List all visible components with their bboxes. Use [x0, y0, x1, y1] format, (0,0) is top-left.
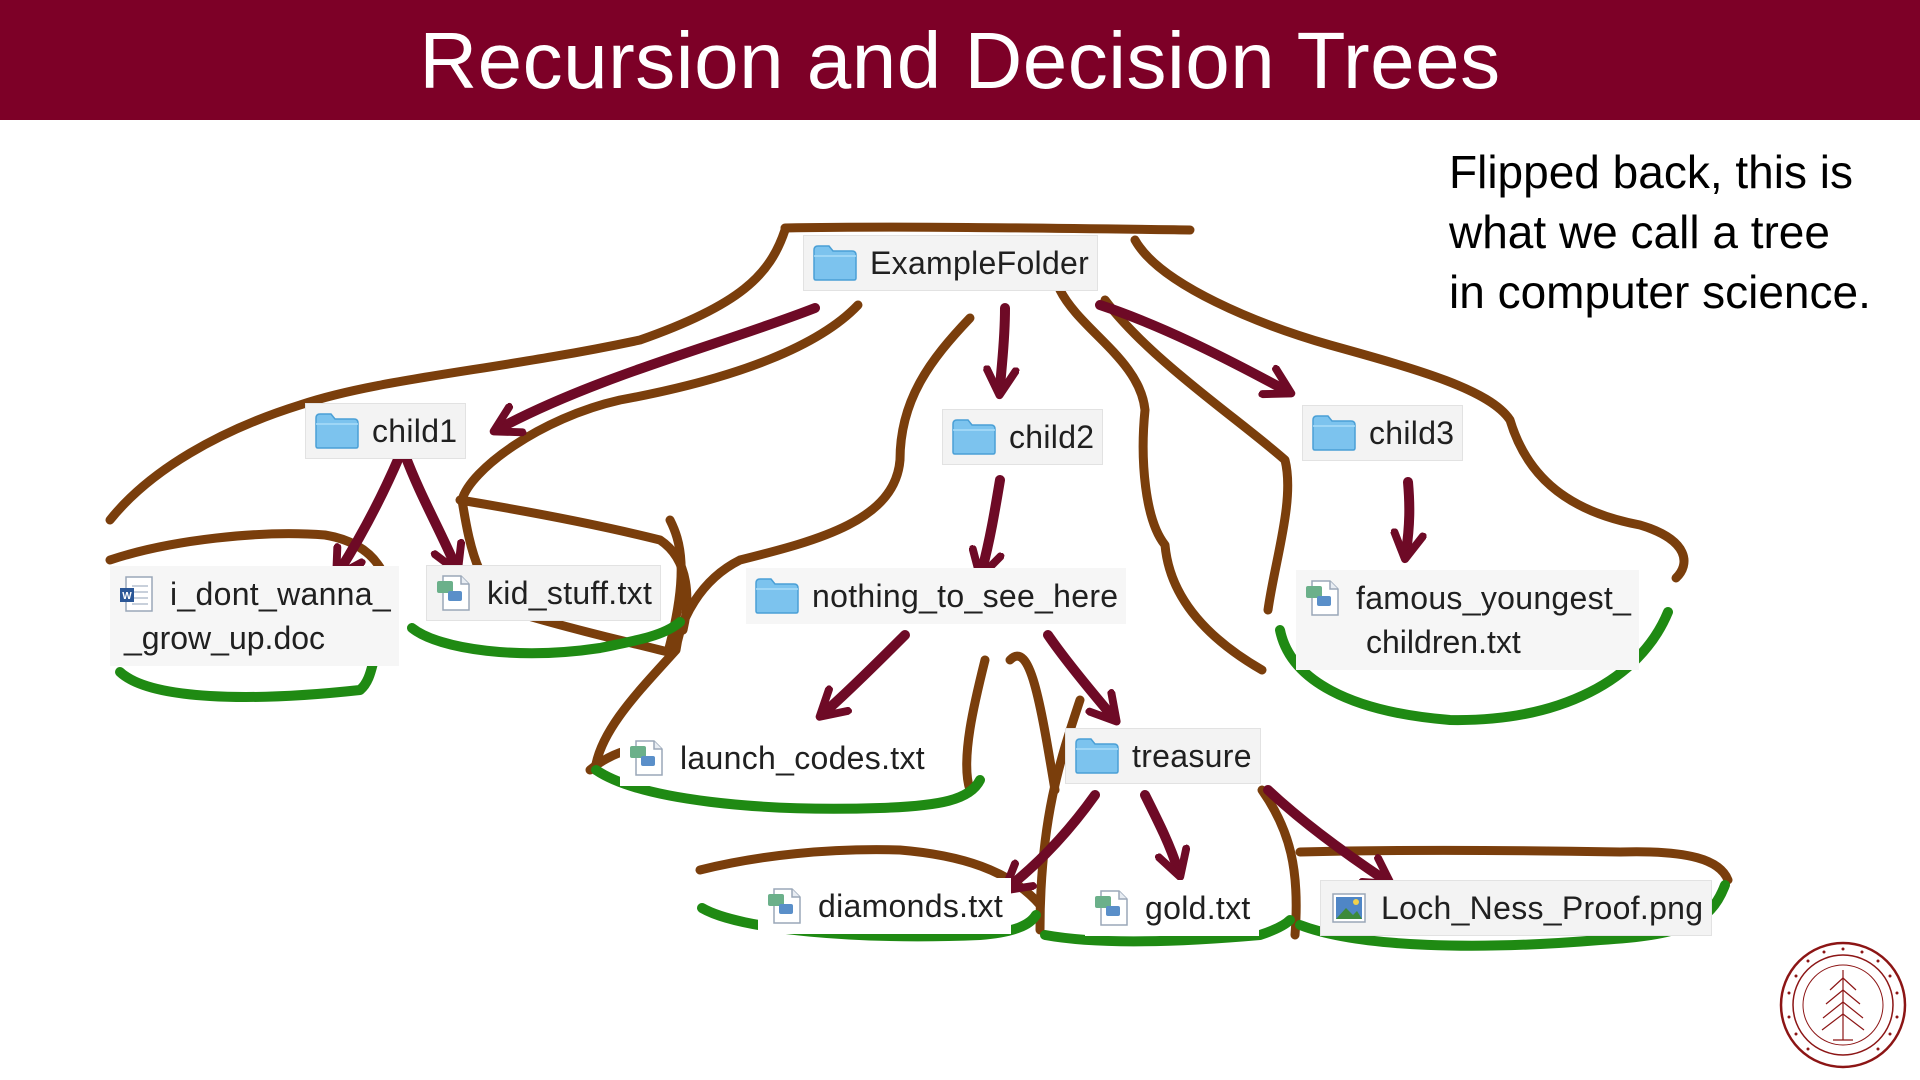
note-line-2: what we call a tree: [1449, 206, 1830, 258]
university-seal-icon: [1779, 941, 1907, 1069]
node-label-line-1: i_dont_wanna_: [170, 575, 391, 612]
text-file-icon: [437, 575, 470, 611]
node-gold[interactable]: gold.txt: [1085, 880, 1259, 936]
node-label: child3: [1369, 414, 1455, 451]
folder-icon: [315, 413, 359, 449]
node-famous-youngest-children[interactable]: famous_youngest_ children.txt: [1296, 570, 1640, 670]
grass-kid-stuff: [407, 617, 685, 659]
outline-left: [105, 225, 790, 525]
node-diamonds[interactable]: diamonds.txt: [758, 878, 1012, 934]
node-treasure[interactable]: treasure: [1065, 728, 1261, 784]
slide-title: Recursion and Decision Trees: [419, 16, 1501, 105]
folder-icon: [1312, 415, 1356, 451]
folder-icon: [755, 578, 799, 614]
text-file-icon: [1095, 890, 1128, 926]
node-label: diamonds.txt: [818, 887, 1004, 924]
node-child3[interactable]: child3: [1302, 405, 1464, 461]
trunk-top: [780, 222, 1195, 235]
image-file-icon: [1332, 893, 1366, 923]
node-label-line-2: children.txt: [1366, 624, 1521, 660]
outline-kid-stuff: [455, 495, 692, 635]
arrow-treasure-to-gold: [1140, 790, 1178, 870]
node-nothing-to-see-here[interactable]: nothing_to_see_here: [746, 568, 1127, 624]
outline-child2-right: [1055, 285, 1267, 675]
outline-nothing-mid: [1005, 651, 1060, 795]
node-label: ExampleFolder: [870, 244, 1090, 281]
arrow-treasure-to-diamonds: [1010, 790, 1100, 886]
node-label: kid_stuff.txt: [487, 574, 653, 611]
outline-right-inner: [1100, 295, 1293, 615]
arrow-root-to-child1: [500, 303, 820, 428]
arrow-treasure-to-loch: [1263, 785, 1385, 880]
node-label-line-1: famous_youngest_: [1356, 579, 1632, 616]
outline-child2-left: [590, 313, 975, 775]
text-file-icon: [768, 888, 801, 924]
arrow-child3-to-famous: [1406, 477, 1409, 552]
node-example-folder[interactable]: ExampleFolder: [803, 235, 1099, 291]
outline-treasure-left: [1035, 695, 1085, 935]
outline-loch: [1295, 846, 1733, 885]
node-label: Loch_Ness_Proof.png: [1381, 889, 1704, 926]
node-label: nothing_to_see_here: [812, 577, 1119, 614]
node-label: treasure: [1132, 737, 1252, 774]
folder-icon: [1075, 738, 1119, 774]
grass-i-dont-wanna: [115, 650, 381, 702]
outline-nothing-left: [962, 655, 990, 795]
outline-treasure-right: [1257, 785, 1301, 940]
arrow-child1-to-kid-stuff: [400, 450, 455, 565]
node-launch-codes[interactable]: launch_codes.txt: [620, 730, 933, 786]
outline-right: [1130, 235, 1689, 583]
node-label: launch_codes.txt: [680, 739, 925, 776]
node-loch-ness-proof[interactable]: Loch_Ness_Proof.png: [1320, 880, 1713, 936]
note-line-3: in computer science.: [1449, 266, 1871, 318]
word-doc-icon: W: [120, 576, 153, 612]
arrow-child2-to-nothing: [982, 475, 1005, 570]
title-banner: [0, 0, 1920, 120]
node-kid-stuff[interactable]: kid_stuff.txt: [426, 565, 662, 621]
grass-launch: [591, 765, 985, 814]
grass-diamonds: [697, 903, 1041, 942]
node-label: child2: [1009, 418, 1095, 455]
text-file-icon: [1306, 580, 1339, 616]
node-label: child1: [372, 412, 458, 449]
note-line-1: Flipped back, this is: [1449, 146, 1853, 198]
node-child1[interactable]: child1: [305, 403, 467, 459]
arrow-nothing-to-launch: [825, 630, 910, 712]
node-label: gold.txt: [1145, 889, 1251, 926]
node-child2[interactable]: child2: [942, 409, 1104, 465]
arrow-root-to-child3: [1095, 300, 1285, 390]
svg-text:W: W: [122, 591, 132, 602]
node-label-line-2: _grow_up.doc: [124, 620, 326, 656]
text-file-icon: [630, 740, 663, 776]
folder-icon: [813, 245, 857, 281]
arrow-child1-to-i-dont-wanna: [340, 450, 405, 570]
outline-left-inner: [457, 300, 863, 505]
arrow-root-to-child2: [1000, 303, 1005, 388]
tree-arrows: [340, 300, 1409, 886]
grass-gold: [1040, 915, 1295, 947]
folder-icon: [952, 419, 996, 455]
explanation-note: Flipped back, this is what we call a tre…: [1449, 142, 1909, 322]
node-i-dont-wanna-grow-up[interactable]: W i_dont_wanna_ _grow_up.doc: [110, 566, 399, 666]
arrow-nothing-to-treasure: [1043, 630, 1112, 716]
